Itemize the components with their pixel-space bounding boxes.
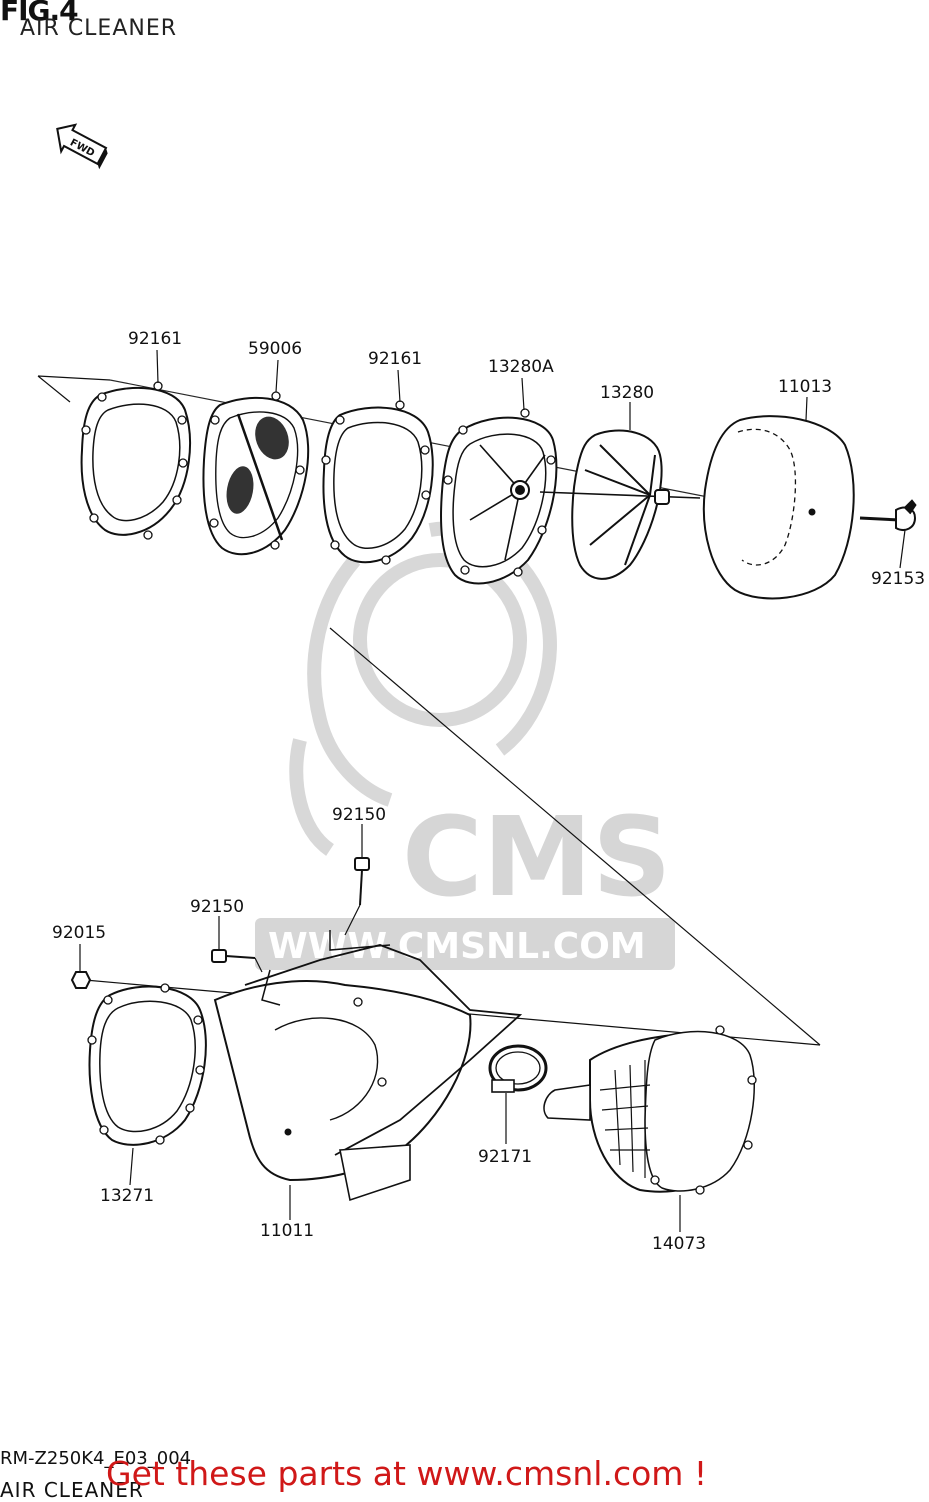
part-label-13280: 13280 <box>600 383 654 403</box>
part-label-13280A: 13280A <box>488 357 554 377</box>
air-cleaner-box-11011 <box>213 930 523 1202</box>
wing-bolt-92153 <box>859 499 917 531</box>
watermark-brand: CMS <box>402 793 671 921</box>
part-label-11011: 11011 <box>260 1221 314 1241</box>
part-label-92161-middle: 92161 <box>368 349 422 369</box>
figure-title: FIG.4 <box>0 0 79 27</box>
part-label-14073: 14073 <box>652 1234 706 1254</box>
bolt-92150-upper <box>344 857 370 936</box>
hose-clamp-92171 <box>488 1044 548 1093</box>
footer-section-title: AIR CLEANER <box>0 1478 144 1502</box>
leader-lines <box>79 349 906 1232</box>
gasket-92161-middle <box>321 400 434 565</box>
air-cleaner-cover-11013 <box>702 415 855 600</box>
part-label-92153: 92153 <box>871 569 925 589</box>
part-label-92150-upper: 92150 <box>332 805 386 825</box>
part-label-13271: 13271 <box>100 1186 154 1206</box>
filter-cage-13280 <box>539 429 701 580</box>
intake-duct-14073 <box>543 1025 757 1195</box>
watermark-url: WWW.CMSNL.COM <box>268 926 646 967</box>
part-label-92150-lower: 92150 <box>190 897 244 917</box>
part-label-11013: 11013 <box>778 377 832 397</box>
forward-direction-arrow: FWD <box>56 123 108 170</box>
part-label-92161-left: 92161 <box>128 329 182 349</box>
promo-link[interactable]: Get these parts at www.cmsnl.com ! <box>106 1454 708 1493</box>
gasket-13271 <box>87 983 207 1146</box>
filter-frame-13280A <box>439 408 558 585</box>
part-label-59006: 59006 <box>248 339 302 359</box>
part-label-92015: 92015 <box>52 923 106 943</box>
figure-subtitle: AIR CLEANER <box>20 16 178 41</box>
cmsnl-watermark: CMS WWW.CMSNL.COM <box>255 521 675 970</box>
gasket-92161-left <box>80 381 191 540</box>
nut-92015 <box>70 971 92 989</box>
part-label-92171: 92171 <box>478 1147 532 1167</box>
filter-screen-59006 <box>202 391 310 556</box>
diagram-code: RM-Z250K4_E03_004 <box>0 1448 192 1469</box>
bolt-92150-lower <box>211 949 263 973</box>
